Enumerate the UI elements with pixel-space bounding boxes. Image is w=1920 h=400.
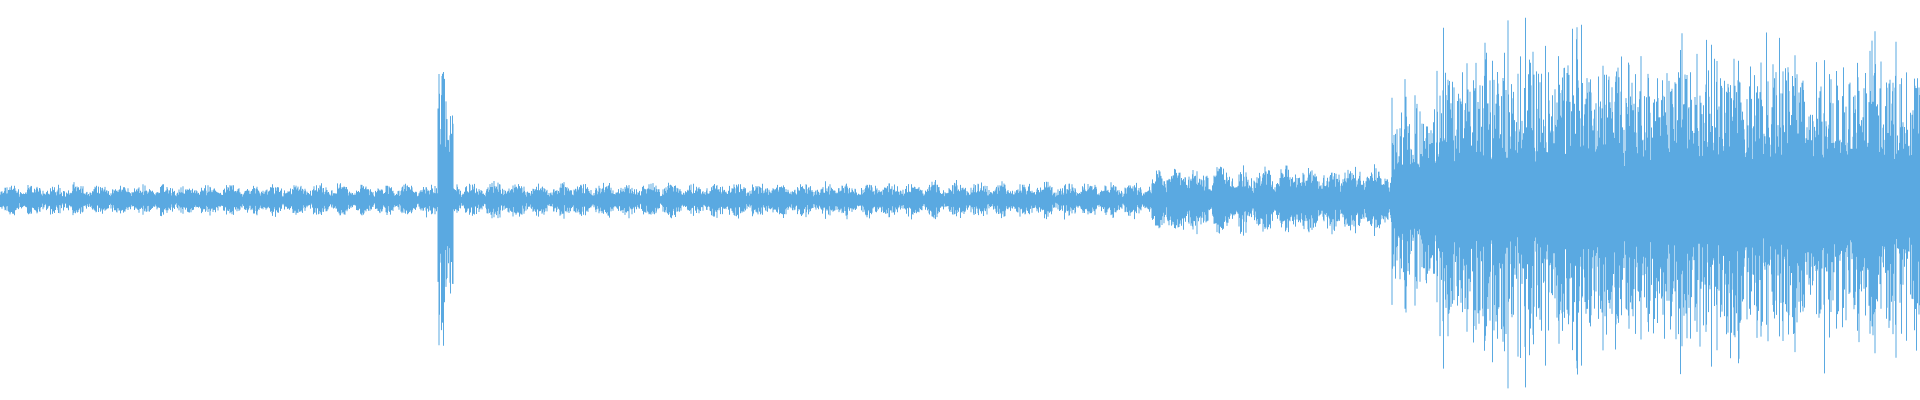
waveform-trace [0, 17, 1920, 389]
